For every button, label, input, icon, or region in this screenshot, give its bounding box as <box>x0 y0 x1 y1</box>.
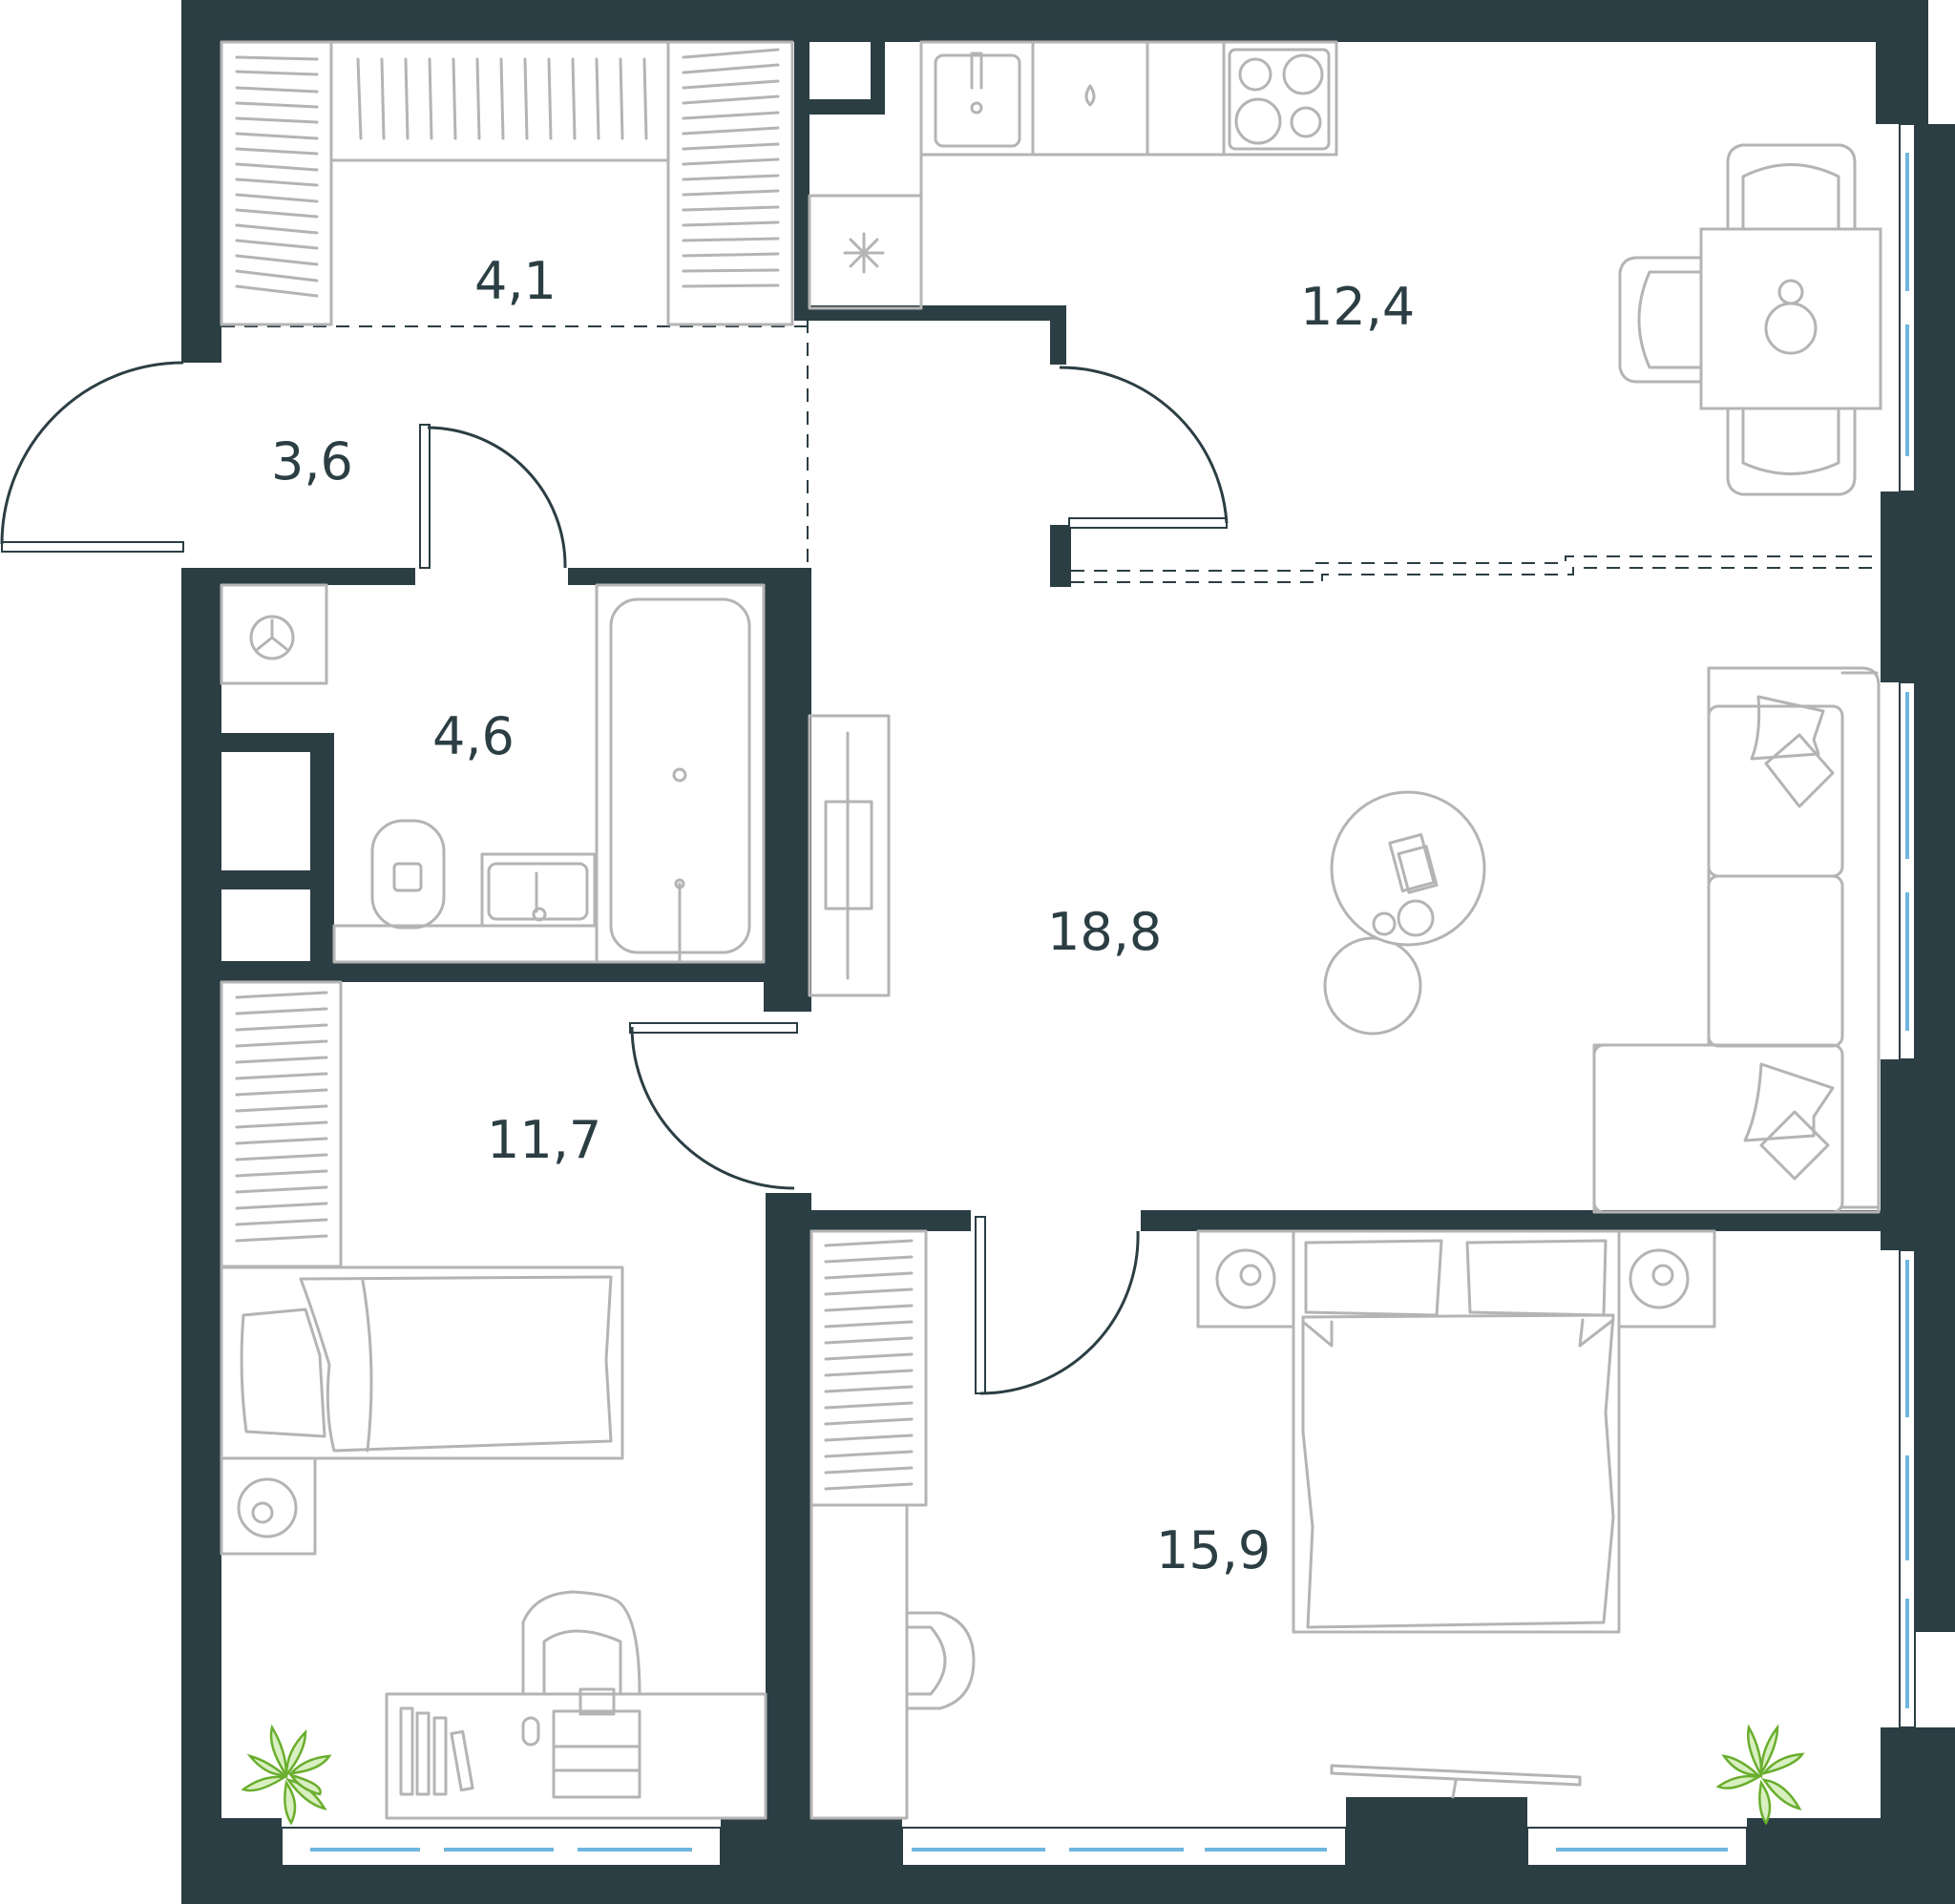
bedroom-master-furniture <box>809 1229 1805 1826</box>
windows <box>281 123 1916 1867</box>
area-label-bedroom-small: 11,7 <box>487 1110 601 1170</box>
wardrobe-furniture <box>220 40 794 326</box>
area-label-living: 18,8 <box>1047 902 1162 962</box>
area-label-bedroom-master: 15,9 <box>1156 1520 1271 1580</box>
area-labels: 4,1 3,6 4,6 12,4 18,8 11,7 15,9 <box>271 251 1415 1580</box>
plant-icon <box>241 1724 332 1826</box>
walls <box>181 0 1955 1904</box>
kitchen-furniture <box>808 40 1882 496</box>
living-furniture <box>808 666 1881 1214</box>
area-label-hallway: 3,6 <box>271 431 353 492</box>
area-label-wardrobe: 4,1 <box>474 251 557 311</box>
doors <box>0 361 1229 1395</box>
zone-lines <box>221 320 1876 583</box>
area-label-kitchen: 12,4 <box>1300 277 1415 337</box>
plant-icon <box>1715 1724 1805 1826</box>
bathroom-furniture <box>220 583 766 964</box>
bedroom-small-furniture <box>220 980 767 1826</box>
area-label-bathroom: 4,6 <box>432 706 515 766</box>
